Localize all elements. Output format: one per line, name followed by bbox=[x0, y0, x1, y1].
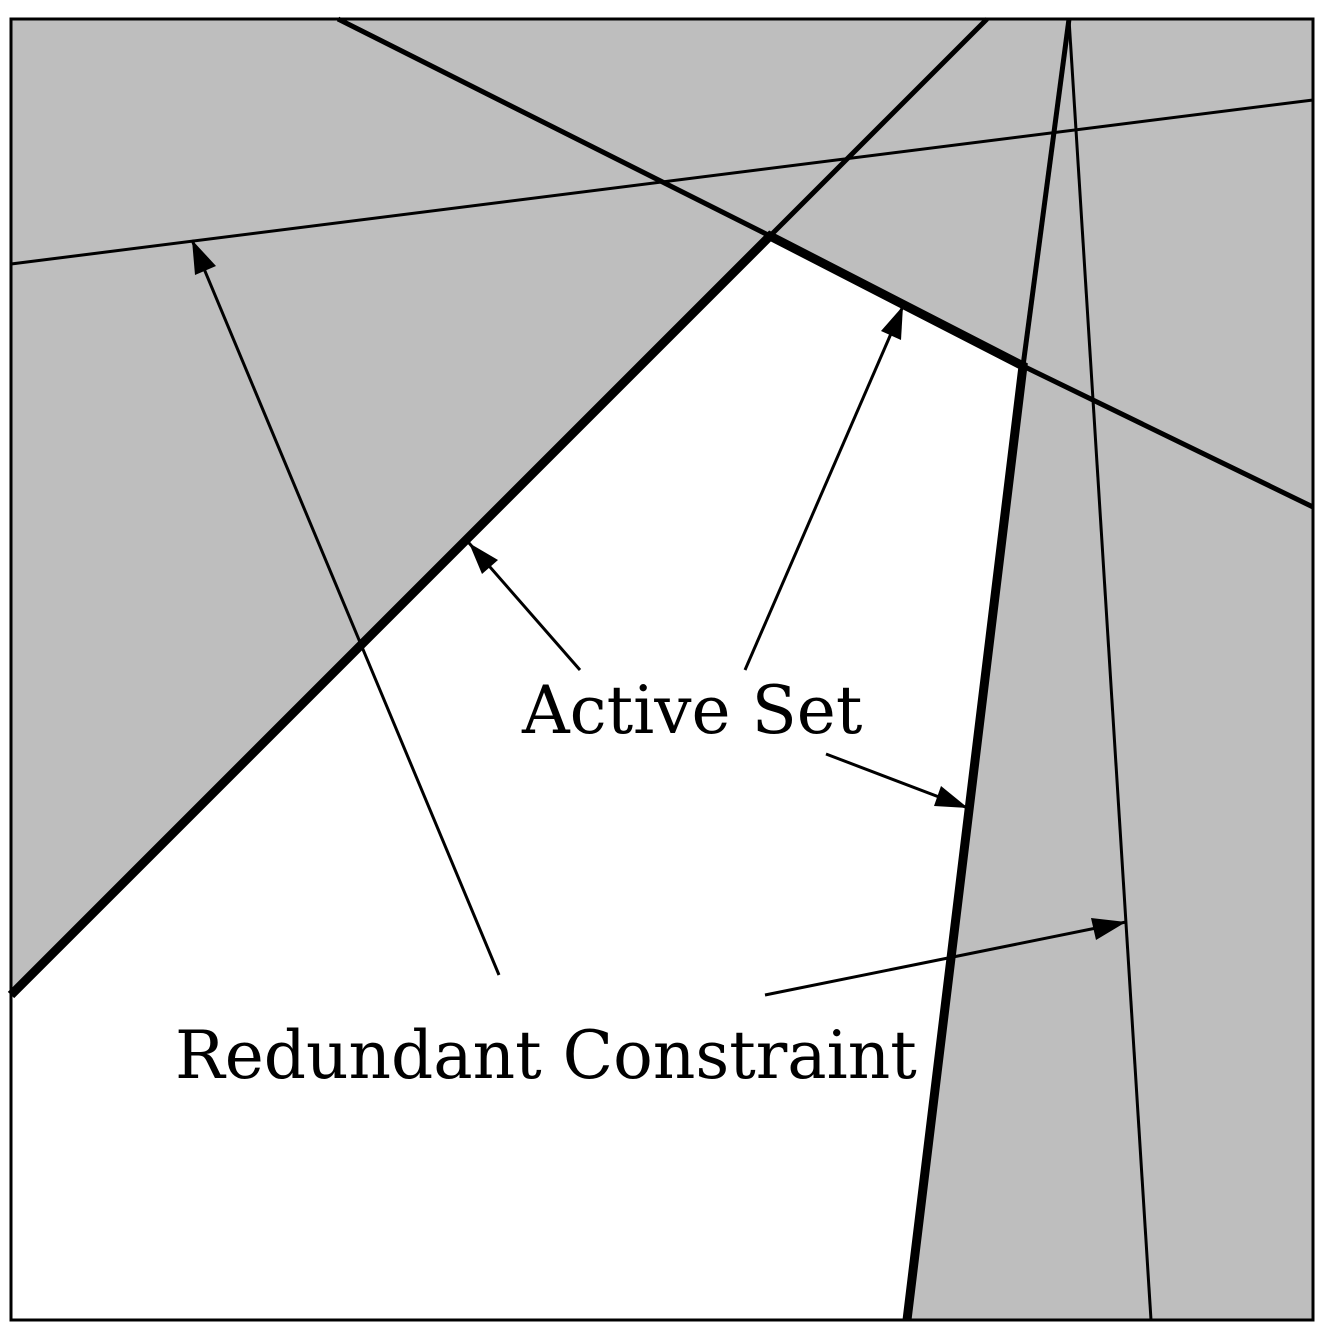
active-set-boundary bbox=[7, 230, 1028, 1321]
active-set-label: Active Set bbox=[521, 672, 862, 749]
arrowhead-active-set-diagonal bbox=[469, 543, 498, 574]
arrowhead-active-set-steep-edge bbox=[934, 786, 968, 808]
constraint-line-top-left bbox=[336, 16, 772, 239]
arrowhead-redundant-vertical bbox=[1091, 918, 1126, 940]
arrow-active-set-to-top-edge bbox=[743, 305, 905, 671]
arrow-redundant-to-vertical bbox=[764, 920, 1127, 997]
active-set-arrows bbox=[467, 305, 969, 810]
redundant-constraint-label: Redundant Constraint bbox=[175, 1017, 917, 1094]
redundant-constraint-line-vertical bbox=[1067, 18, 1153, 1321]
constraint-line-steep-upper bbox=[1020, 18, 1072, 367]
arrowhead-active-set-top-edge bbox=[881, 306, 903, 340]
arrowhead-redundant-horizontal bbox=[192, 240, 216, 275]
constraint-line-diagonal-upper bbox=[768, 17, 989, 238]
feasible-region bbox=[11, 236, 1023, 1320]
redundant-constraint-arrows bbox=[190, 239, 1127, 997]
plot-frame bbox=[9, 17, 1315, 1322]
arrow-redundant-to-horizontal bbox=[190, 239, 501, 976]
redundant-constraint-line-horizontal bbox=[10, 98, 1314, 266]
constraint-line-top-right bbox=[1021, 363, 1315, 510]
